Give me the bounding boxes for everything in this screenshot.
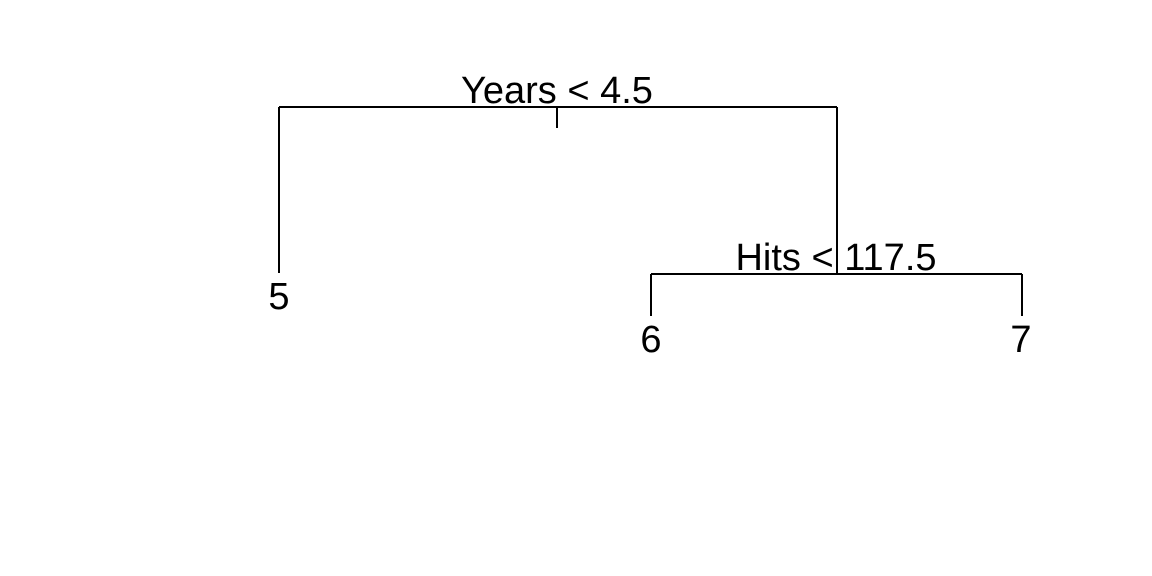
inner-split-label: Hits < 117.5 (735, 237, 936, 279)
leaf-label-3: 7 (1010, 319, 1031, 361)
root-split-label: Years < 4.5 (461, 70, 653, 112)
leaf-label-2: 6 (640, 319, 661, 361)
leaf-label-1: 5 (268, 276, 289, 318)
